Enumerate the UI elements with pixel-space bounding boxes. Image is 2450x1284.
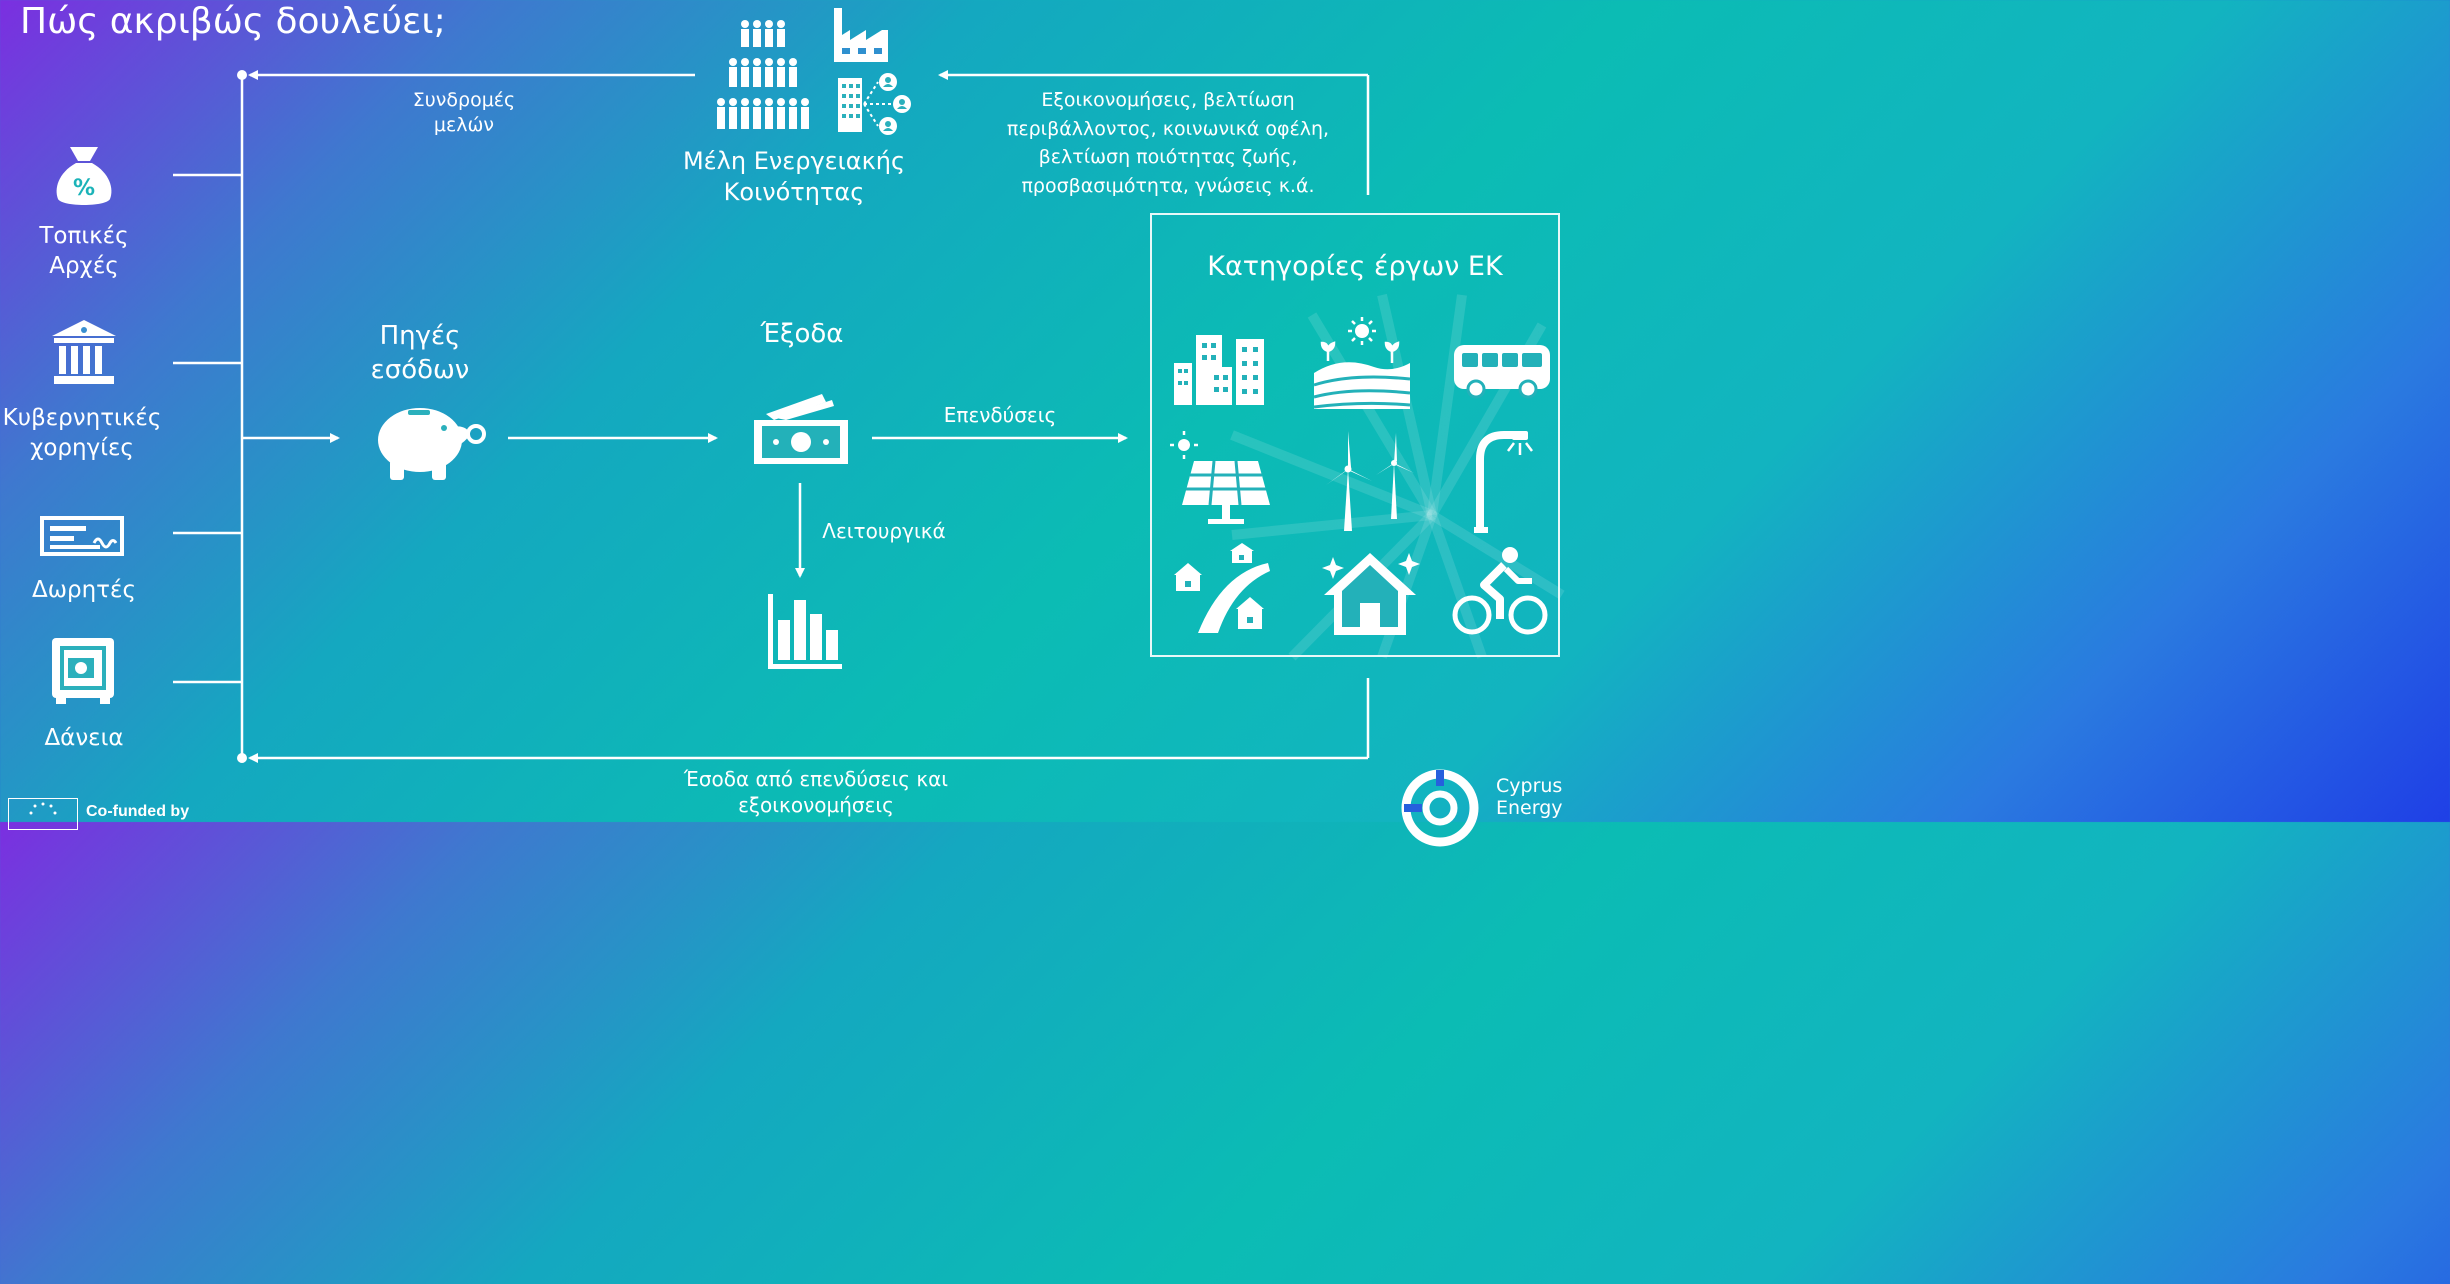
farmland-sun-icon	[1313, 317, 1411, 409]
bus-icon	[1454, 345, 1550, 399]
bar-chart-icon	[768, 594, 842, 669]
houses-road-icon	[1174, 543, 1270, 633]
benefits-label: Εξοικονομήσεις, βελτίωση περιβάλλοντος, …	[1006, 89, 1330, 197]
svg-text:%: %	[73, 176, 95, 201]
people-group-icon	[717, 20, 809, 129]
source-label-donors: Δωρητές	[32, 577, 136, 603]
project-categories-box: Κατηγορίες έργων ΕΚ	[1150, 213, 1565, 661]
project-categories-title: Κατηγορίες έργων ΕΚ	[1207, 251, 1503, 282]
source-label-loans: Δάνεια	[44, 725, 124, 751]
cofunded-label: Co-funded by	[86, 803, 190, 820]
building-network-icon	[838, 73, 911, 135]
wind-turbines-icon	[1326, 431, 1414, 531]
expenses-label: Έξοδα	[760, 319, 844, 349]
cash-money-icon	[754, 394, 848, 464]
eu-flag-logo	[8, 798, 78, 830]
street-light-icon	[1474, 431, 1533, 533]
investments-label: Επενδύσεις	[943, 403, 1057, 427]
check-cheque-icon	[40, 516, 124, 556]
buildings-icon	[1174, 335, 1264, 405]
safe-vault-icon	[52, 638, 114, 704]
government-building-icon	[52, 320, 116, 384]
smart-home-icon	[1322, 553, 1420, 635]
page-title: Πώς ακριβώς δουλεύει;	[20, 1, 446, 42]
piggy-bank-icon	[378, 408, 486, 480]
operational-label: Λειτουργικά	[822, 519, 946, 543]
money-bag-percent-icon: %	[56, 147, 112, 205]
factory-icon	[834, 8, 888, 62]
eu-stars-icon	[29, 802, 57, 815]
flow-lines	[173, 70, 1370, 763]
cyprus-energy-logo-icon	[1401, 769, 1479, 847]
cyclist-icon	[1452, 547, 1548, 635]
solar-panel-icon	[1170, 431, 1270, 524]
